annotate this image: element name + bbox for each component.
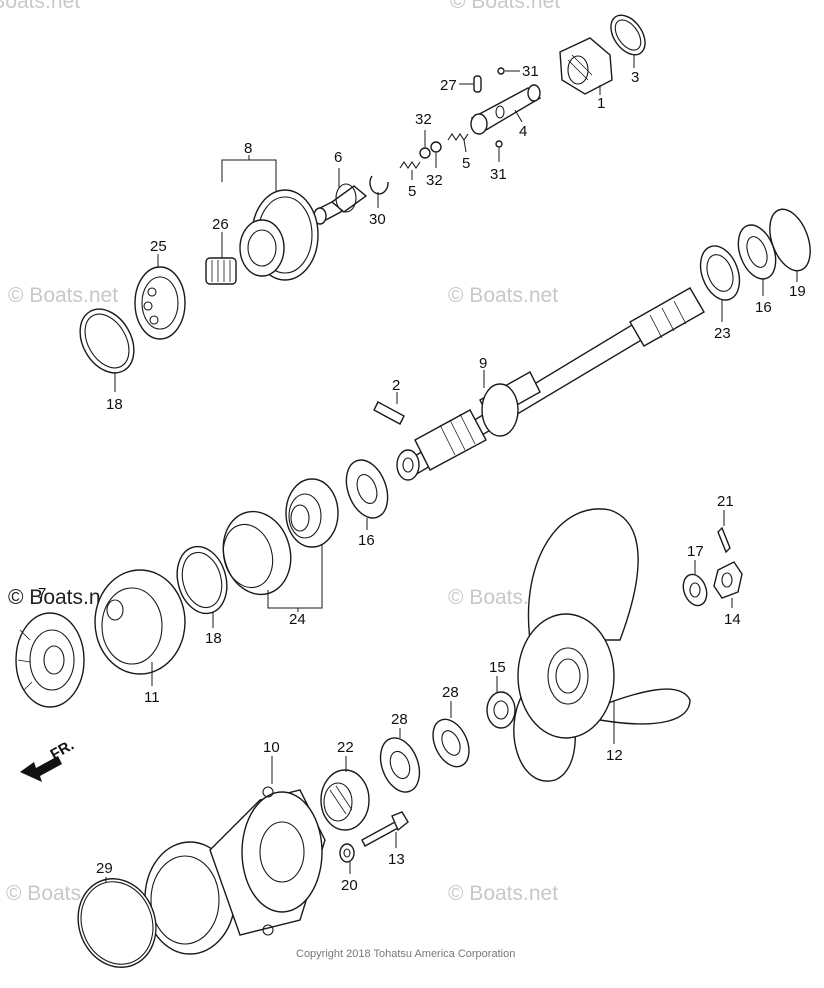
callout-1: 1 <box>597 95 605 112</box>
part-15-spacer <box>486 691 516 729</box>
part-18-shim-lower <box>176 545 228 615</box>
callout-2: 2 <box>392 377 400 394</box>
part-28-oil-seal-a <box>432 718 470 768</box>
part-30-circlip <box>369 175 389 195</box>
callout-9: 9 <box>479 355 487 372</box>
part-18-shim-upper <box>79 308 135 374</box>
callout-14: 14 <box>724 611 741 628</box>
callout-15: 15 <box>489 659 506 676</box>
callout-5-left: 5 <box>408 183 416 200</box>
callout-21: 21 <box>717 493 734 510</box>
callout-26: 26 <box>212 216 229 233</box>
callout-18-upper: 18 <box>106 396 123 413</box>
part-5-spring-a <box>399 161 421 169</box>
callout-8: 8 <box>244 140 252 157</box>
callout-31-top: 31 <box>522 63 539 80</box>
watermark-bottom-right: © Boats.net <box>448 882 558 905</box>
bracket-8 <box>221 159 277 195</box>
callout-16-lower: 16 <box>358 532 375 549</box>
callout-32-left: 32 <box>415 111 432 128</box>
part-17-washer <box>682 573 708 607</box>
callout-32-right: 32 <box>426 172 443 189</box>
part-29-o-ring <box>77 878 157 968</box>
watermark-mid-right: © Boats.net <box>448 284 558 307</box>
callout-6: 6 <box>334 149 342 166</box>
bracket-24 <box>267 545 323 609</box>
callout-31-lower: 31 <box>490 166 507 183</box>
callout-18-lower: 18 <box>205 630 222 647</box>
part-20-washer <box>339 843 355 863</box>
callout-5-right: 5 <box>462 155 470 172</box>
callout-29: 29 <box>96 860 113 877</box>
callout-24: 24 <box>289 611 306 628</box>
part-21-cotter-pin <box>717 526 731 554</box>
part-4-plunger <box>470 84 542 135</box>
callout-20: 20 <box>341 877 358 894</box>
part-8-forward-gear <box>239 189 319 281</box>
part-25-ball-bearing <box>134 266 186 340</box>
callout-4: 4 <box>519 123 527 140</box>
part-13-bolt <box>361 811 409 847</box>
part-31-pin-top <box>497 67 505 75</box>
callout-17: 17 <box>687 543 704 560</box>
part-16-thrust-washer-upper <box>737 224 777 280</box>
part-16-thrust-washer-lower <box>345 459 389 519</box>
part-6-cam-rod <box>313 183 368 225</box>
part-3-clutch-spring <box>610 14 646 56</box>
part-31-pin-lower <box>495 140 503 148</box>
part-22-needle-bearing <box>320 769 370 831</box>
callout-7: 7 <box>38 585 46 602</box>
part-26-needle-bearing <box>205 257 237 285</box>
callout-11: 11 <box>144 689 160 706</box>
part-9-propeller-shaft <box>396 287 705 481</box>
callout-13: 13 <box>388 851 405 868</box>
callout-19: 19 <box>789 283 806 300</box>
part-32-ball-b <box>419 147 431 159</box>
callout-3: 3 <box>631 69 639 86</box>
part-14-propeller-nut <box>713 561 743 599</box>
part-12-propeller <box>513 508 691 782</box>
watermark-dark-left: © Boats.net <box>8 586 118 609</box>
callout-22: 22 <box>337 739 354 756</box>
callout-30: 30 <box>369 211 386 228</box>
part-32-ball-a <box>430 141 442 153</box>
part-24-bearing-cup <box>222 510 292 596</box>
callout-28-right: 28 <box>442 684 459 701</box>
part-23-thrust-bearing <box>699 245 741 301</box>
part-5-spring-b <box>447 133 469 141</box>
callout-25: 25 <box>150 238 167 255</box>
callout-16-upper: 16 <box>755 299 772 316</box>
copyright-text: Copyright 2018 Tohatsu America Corporati… <box>296 948 515 960</box>
part-7-reverse-gear <box>15 612 85 708</box>
watermark-mid-left: © Boats.net <box>8 284 118 307</box>
part-28-oil-seal-b <box>379 737 421 793</box>
callout-10: 10 <box>263 739 280 756</box>
watermark-top-right: © Boats.net <box>450 0 560 13</box>
part-27-cross-pin <box>473 75 482 93</box>
forward-direction-arrow <box>20 756 62 782</box>
part-11-bearing-housing <box>94 569 186 675</box>
callout-23: 23 <box>714 325 731 342</box>
part-10-gear-carrier <box>144 786 326 955</box>
part-1-clutch-dog <box>559 37 613 95</box>
watermark-top-left: © Boats.net <box>0 0 80 13</box>
part-24-bearing-cone <box>285 478 339 548</box>
callout-28-left: 28 <box>391 711 408 728</box>
part-2-pin <box>373 401 405 425</box>
callout-27: 27 <box>440 77 457 94</box>
callout-12: 12 <box>606 747 623 764</box>
